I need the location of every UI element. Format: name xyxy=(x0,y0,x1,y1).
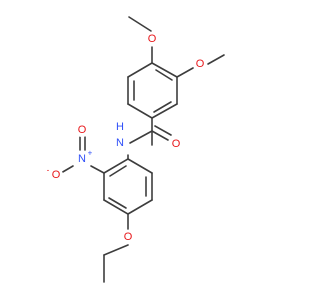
atom-nitro-o-left: O - xyxy=(47,166,63,182)
atom-carbonyl-o: O xyxy=(169,137,183,151)
atom-label-h: H xyxy=(116,121,124,133)
bond-layer xyxy=(60,16,225,283)
bond-carbonyl-o-1 xyxy=(151,130,169,141)
bond-nitro-o-left xyxy=(60,165,74,174)
atom-label-o: O xyxy=(124,231,133,243)
bond-ring2-double-2 xyxy=(108,197,127,209)
atom-label-n: N xyxy=(78,153,86,165)
bond-ring1-double-2 xyxy=(153,101,172,113)
bond-ring2-a xyxy=(127,158,153,174)
bond-carbonyl-o-2 xyxy=(154,125,172,136)
atom-label-o: O xyxy=(52,169,61,181)
bond-o-ch2 xyxy=(103,244,129,256)
bond-c-n xyxy=(129,130,153,144)
bond-ring-o2 xyxy=(176,67,194,78)
atom-methoxy-o-top: O xyxy=(145,32,159,46)
atom-layer: O O O H N N + O O - O xyxy=(47,32,207,244)
atom-nitro-n: N + xyxy=(75,149,93,166)
bond-ring1-double-1 xyxy=(155,69,173,81)
bond-o2-methyl xyxy=(207,54,225,65)
atom-amide-nh: H N xyxy=(113,121,127,149)
bond-ring2-double-3 xyxy=(109,165,127,177)
bond-ring1-a xyxy=(151,62,178,78)
bond-ring1-d xyxy=(127,103,153,119)
atom-label-o: O xyxy=(78,124,87,136)
bond-ring1-c xyxy=(151,103,178,119)
charge-plus: + xyxy=(88,149,93,158)
bond-ring1-f xyxy=(127,62,153,78)
atom-label-o: O xyxy=(196,58,205,70)
molecule-structure-canvas: O O O H N N + O O - O xyxy=(47,16,225,283)
atom-label-o: O xyxy=(148,33,157,45)
bond-methyl-o1 xyxy=(128,16,152,32)
bond-ring2-d xyxy=(103,199,129,215)
atom-methoxy-o-right: O xyxy=(193,57,207,71)
atom-label-o: O xyxy=(172,138,181,150)
atom-nitro-o-top: O xyxy=(75,123,89,137)
charge-minus: - xyxy=(47,166,50,175)
bond-ring2-f xyxy=(103,158,129,174)
bond-ring2-nitro xyxy=(90,165,105,174)
atom-ethoxy-o: O xyxy=(121,230,135,244)
bond-ring2-c xyxy=(127,199,153,215)
atom-label-n: N xyxy=(116,137,124,149)
